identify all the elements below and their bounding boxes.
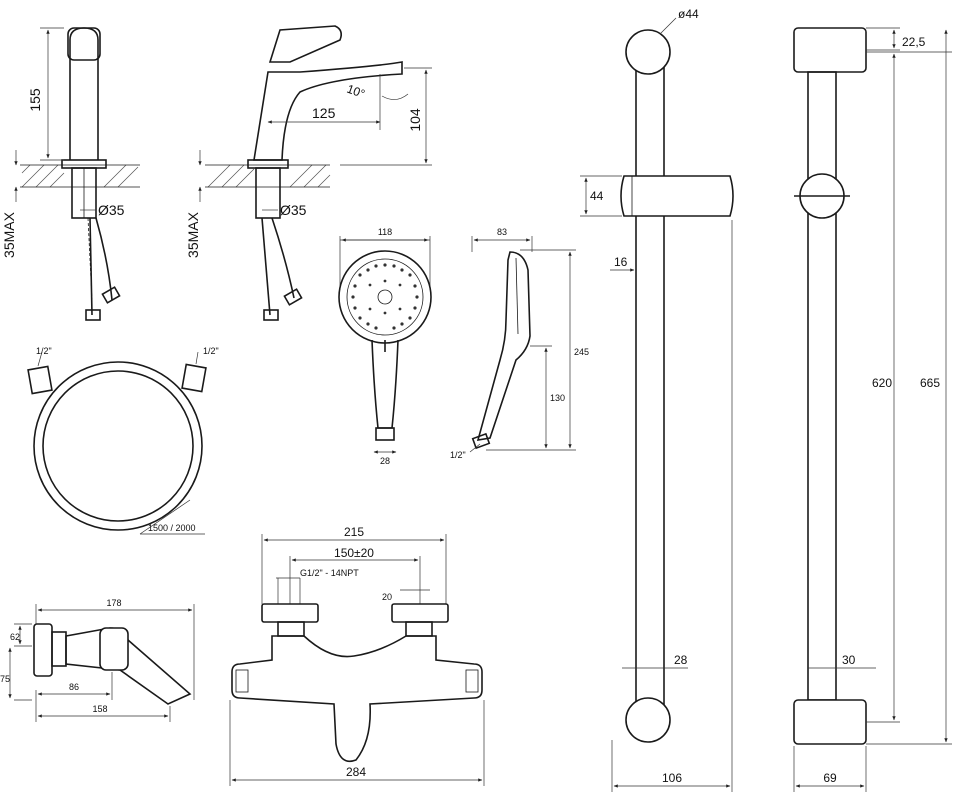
slide-bar-bottom-depth: 30	[842, 653, 856, 667]
hand-shower-handle-length: 130	[550, 393, 565, 403]
hose-end-right: 1/2"	[203, 346, 219, 356]
basin-front-height: 155	[27, 88, 43, 112]
basin-side-reach: 125	[312, 105, 336, 121]
hand-shower-thread: 1/2"	[450, 450, 466, 460]
slide-bar-rail-dia: ø44	[678, 7, 699, 21]
slide-bar-rail-length: 620	[872, 376, 892, 390]
shower-hose: 1/2" 1/2" 1500 / 2000	[27, 346, 219, 535]
bath-spout-total-height: 75	[0, 674, 10, 684]
bath-spout-reach: 158	[92, 704, 107, 714]
hand-shower-front-view: 118 28	[338, 227, 432, 466]
bath-spout-spout-reach: 86	[69, 682, 79, 692]
mixer-centers: 150±20	[334, 546, 374, 560]
slide-bar-total-depth: 69	[823, 771, 837, 785]
hand-shower-width: 118	[378, 227, 392, 237]
bath-spout-side-view: 178 62 75 86 158	[0, 598, 195, 722]
mixer-projection: 20	[382, 592, 392, 602]
basin-front-hole-dia: Ø35	[98, 202, 125, 218]
hose-end-left: 1/2"	[36, 346, 52, 356]
basin-side-spout-height: 104	[407, 108, 423, 132]
basin-side-hole-dia: Ø35	[280, 202, 307, 218]
hand-shower-side-view: 83 245 130 1/2"	[450, 227, 589, 460]
mixer-overall-width: 215	[344, 525, 364, 539]
mixer-body-width: 284	[346, 765, 366, 779]
slide-bar-holder-height: 44	[590, 189, 604, 203]
slide-bar-rail-width: 16	[614, 255, 628, 269]
basin-side-angle: 10°	[345, 82, 367, 101]
slide-bar-front-view: ø44 44 16 28 106	[580, 7, 734, 792]
hand-shower-total-length: 245	[574, 347, 589, 357]
basin-front-depth-max: 35MAX	[1, 211, 17, 258]
slide-bar-top-depth: 22,5	[902, 35, 926, 49]
bath-spout-overall: 178	[106, 598, 121, 608]
slide-bar-side-view: 22,5 620 665 30 69	[793, 27, 952, 792]
slide-bar-total-width: 106	[662, 771, 682, 785]
thermostatic-mixer-front-view: 215 150±20 G1/2" - 14NPT 20 284	[229, 525, 485, 786]
bath-spout-body-height: 62	[10, 632, 20, 642]
slide-bar-bottom-width: 28	[674, 653, 688, 667]
basin-mixer-side-view: 125 10° 104 35MAX Ø35	[185, 25, 432, 321]
hose-length: 1500 / 2000	[148, 523, 196, 533]
hand-shower-depth: 83	[497, 227, 507, 237]
basin-side-depth-max: 35MAX	[185, 211, 201, 258]
basin-mixer-front-view: 155 35MAX Ø35	[1, 27, 140, 321]
mixer-thread: G1/2" - 14NPT	[300, 568, 359, 578]
slide-bar-total-length: 665	[920, 376, 940, 390]
hand-shower-connector: 28	[380, 456, 390, 466]
